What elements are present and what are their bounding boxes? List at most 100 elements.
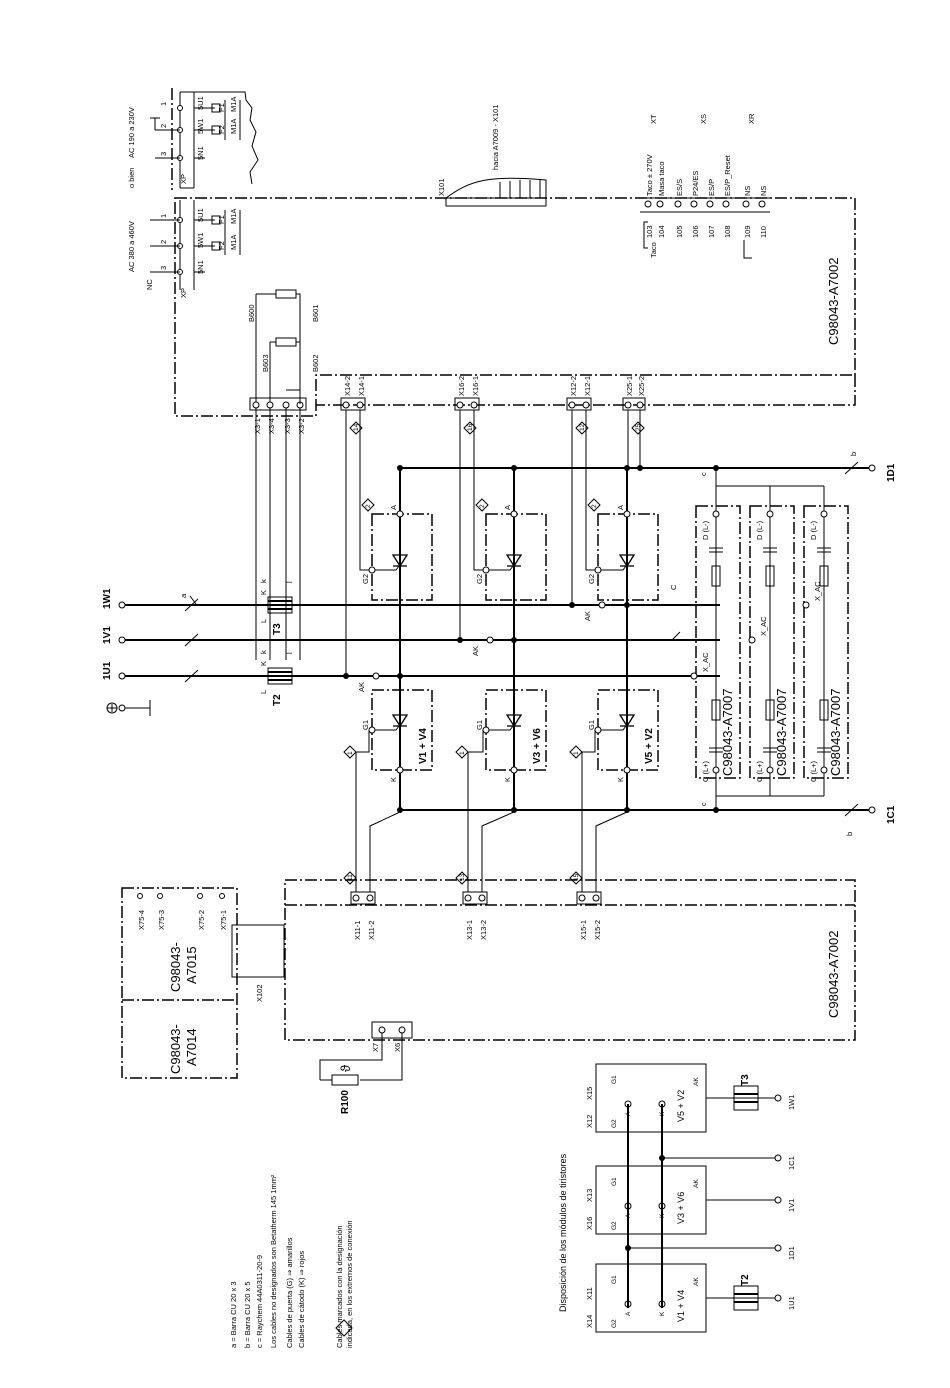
module-3-K-terminal <box>623 766 631 774</box>
supply-bottom-term-3: 5N1 <box>196 260 205 274</box>
term-106 <box>690 200 698 208</box>
snubber-2-board-label: C98043-A7007 <box>774 689 789 776</box>
k-wire-15 <box>595 811 628 892</box>
conn-11-diamond <box>343 871 357 885</box>
main-board-label-top: C98043-A7002 <box>826 258 841 345</box>
module-1-G1-wire <box>375 725 400 731</box>
supply-top-voltage: AC 190 a 230V <box>127 107 136 158</box>
ribbon-x101-note: hacia A7009 - X101 <box>491 105 500 170</box>
conn-X25-1 <box>624 401 632 409</box>
snubber-1-c-terminal <box>712 766 720 774</box>
conn-15-housing <box>576 891 602 905</box>
dc-1C1-tick <box>844 803 859 817</box>
arr-1C1-terminal <box>774 1154 782 1162</box>
conn-13-housing <box>462 891 488 905</box>
module-1-A-terminal <box>396 510 404 518</box>
supply-bottom-pin-3: 3 <box>159 266 168 270</box>
arr-1D1-label: 1D1 <box>787 1246 796 1260</box>
supply-bottom-fuse-rating-1: M1A <box>229 209 238 224</box>
ct-t3-k: k <box>259 579 268 583</box>
bus-mark-C: C <box>669 584 678 590</box>
ct-t2-L: L <box>259 690 268 694</box>
board-a7015-line1: C98043- <box>168 942 183 992</box>
bus-mark-c-bottom: c <box>699 802 708 806</box>
module-2-lower-thyristor-triangle <box>505 714 523 728</box>
term-label-108: ES/P_Reset <box>723 154 732 196</box>
legend-line-4: Los cables no designados son Betatherm 1… <box>269 1174 278 1348</box>
conn-14-housing <box>340 397 366 411</box>
module-2-K-terminal <box>510 766 518 774</box>
conn-12-marker-tag: 2 <box>591 504 598 508</box>
conn-13-g1-marker-tag: 1 <box>459 751 466 755</box>
module-3-K-label: K <box>616 777 625 782</box>
ct-t2-label: T2 <box>272 694 283 706</box>
supply-bottom-voltage: AC 380 a 460V <box>127 221 136 272</box>
arr-col2-G2: G2 <box>611 1221 618 1230</box>
module-1-G2-label: G2 <box>361 574 370 584</box>
x3-label-0: X3-1 <box>253 418 262 434</box>
conn-label-X15-2: X15-2 <box>593 920 602 940</box>
term-num-104: 104 <box>657 225 666 238</box>
legend-line-2: b = Barra CU 20 x 5 <box>243 1282 252 1349</box>
module-2-AK-label: AK <box>471 646 480 656</box>
g1-wire-15 <box>581 730 596 892</box>
snubber-1-xac-terminal <box>690 672 698 680</box>
arr-col1-name: V1 + V4 <box>676 1290 686 1322</box>
phase-1V1-terminal <box>118 636 126 644</box>
snubber-2-c-label: C (L+) <box>755 760 764 782</box>
conn-X13-1 <box>464 894 472 902</box>
module-1-upper-box <box>371 513 433 601</box>
module-1-lower-thyristor-triangle <box>391 714 409 728</box>
term-107 <box>706 200 714 208</box>
arr-col2-name: V3 + V6 <box>676 1192 686 1224</box>
snubber-2-c-terminal <box>766 766 774 774</box>
supply-bottom-term-1: 5U1 <box>196 208 205 222</box>
dc-1D1-label: 1D1 <box>886 463 897 482</box>
b600-resistor <box>275 289 297 299</box>
term-label-106: P24/ES <box>691 171 700 196</box>
conn-label-X13-1: X13-1 <box>465 920 474 940</box>
module-2-upper-thyristor-triangle <box>505 554 523 568</box>
module-2-AK-terminal <box>486 636 494 644</box>
snubber-1-resistor-bottom <box>711 699 721 721</box>
module-2-G1-label: G1 <box>475 720 484 730</box>
term-num-108: 108 <box>723 225 732 238</box>
bus-mark-b-top: b <box>849 452 858 456</box>
module-1-AK-terminal <box>372 672 380 680</box>
cathode-dot-12 <box>569 602 575 608</box>
module-3-dc-top-dot <box>624 465 630 471</box>
phase-1U1-terminal <box>118 672 126 680</box>
conn-13-diamond <box>455 871 469 885</box>
arr-col3-conn-b: X15 <box>585 1087 594 1100</box>
x3-label-3: X3-2 <box>297 418 306 434</box>
term-label-103: Taco ± 270V <box>645 154 654 196</box>
k-wire-13 <box>481 811 515 892</box>
conn-label-X11-2: X11-2 <box>367 921 376 940</box>
conn-12-housing <box>566 397 592 411</box>
b603-resistor <box>275 337 297 347</box>
xt-label: XT <box>649 114 658 124</box>
supply-top-fuse-rating-1: M1A <box>229 97 238 112</box>
r100-x6: X6 <box>393 1043 402 1052</box>
supply-top-term-1: 5U1 <box>196 96 205 110</box>
module-1-name: V1 + V4 <box>418 728 429 764</box>
conn-14-tag: 14 <box>353 423 360 431</box>
module-2-K-label: K <box>503 777 512 782</box>
supply-bottom: 1 2 3 5U1 5W1 5N1 F1 F2 M1A M1A XP AC 38… <box>127 200 241 298</box>
bus-mark-c-top: c <box>699 472 708 476</box>
module-1-ac-dot <box>397 673 403 679</box>
b600-wire <box>256 293 301 404</box>
module-1-A-label: A <box>389 505 398 510</box>
gate-wire-16-to-G2 <box>473 505 483 571</box>
phase-1U1-tick <box>184 669 199 683</box>
module-1-G2-wire <box>375 565 400 571</box>
snubber-2-d-label: D (L-) <box>755 520 764 540</box>
module-3-G2-label: G2 <box>587 574 596 584</box>
b602-label: B602 <box>311 354 320 372</box>
supply-bottom-fuse-2: F2 <box>217 241 226 250</box>
arr-1C1-dot <box>659 1155 665 1161</box>
b603-label: B603 <box>261 354 270 372</box>
ct-t2-K: K <box>259 661 268 666</box>
ribbon-x101: X101 hacia A7009 - X101 <box>437 105 547 207</box>
